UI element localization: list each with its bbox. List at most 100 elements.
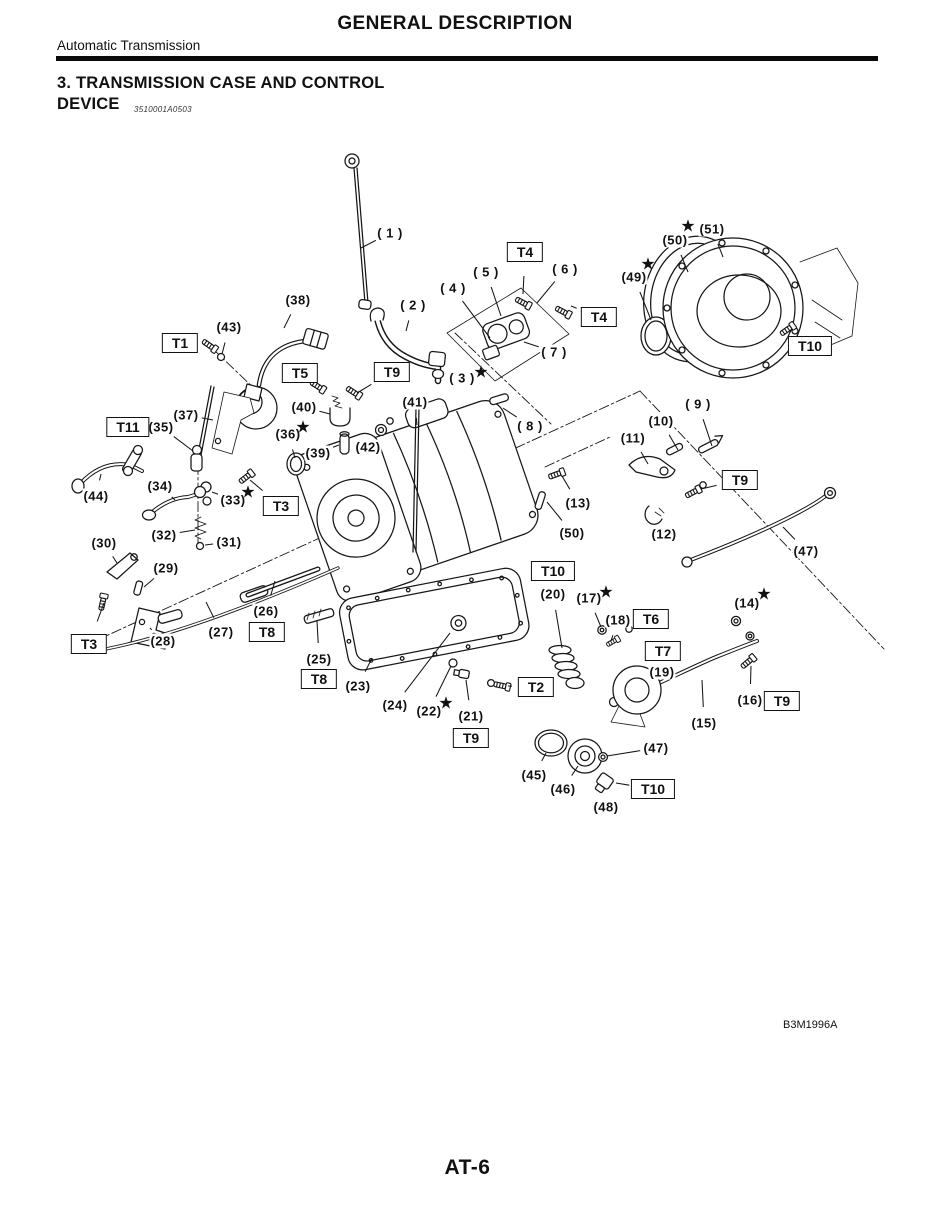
leader-line [594,612,602,628]
leader-line [179,529,196,534]
leader-line [435,665,452,697]
part-label-32: (32) [150,527,178,543]
part-label-30: (30) [90,535,118,551]
part-label-6: ( 6 ) [551,261,579,277]
leader-line [415,417,418,426]
leader-line [211,491,219,495]
part-label-36: (36) [274,426,302,442]
leader-line [610,635,614,642]
part-label-19: (19) [648,664,676,680]
part-label-4: ( 4 ) [439,280,467,296]
part-label-39: (39) [304,445,332,461]
section-code: 3510001A0503 [134,105,192,114]
leader-line [502,407,517,418]
page-number: AT-6 [444,1156,491,1179]
part-label-41: (41) [401,394,429,410]
leader-line [606,750,641,757]
part-label-17: (17) [575,590,603,606]
leader-line [205,601,215,618]
leader-line [749,665,752,685]
part-label-14: (14) [733,595,761,611]
part-label-29: (29) [152,560,180,576]
star-icon: ★ [756,584,772,604]
leader-line [319,410,331,415]
leader-line [782,526,796,540]
part-label-5: ( 5 ) [472,264,500,280]
star-icon: ★ [598,582,614,602]
leader-line [173,436,194,452]
leader-line [270,580,276,596]
part-label-37: (37) [172,407,200,423]
part-label-33: (33) [219,492,247,508]
tool-label-T8: T8 [248,622,286,642]
leader-line [680,254,689,273]
leader-line [221,342,226,355]
tool-label-T10: T10 [530,561,576,581]
leader-line [360,239,377,249]
leader-line [523,341,539,348]
part-label-10: (10) [647,413,675,429]
tool-label-T9: T9 [373,362,411,382]
part-label-9: ( 9 ) [684,396,712,412]
star-icon: ★ [295,417,311,437]
leader-line [356,383,372,394]
leader-line [570,305,577,309]
star-icon: ★ [240,482,256,502]
tool-label-T10: T10 [787,336,833,356]
part-label-11: (11) [619,430,647,446]
leader-line [96,602,105,622]
leader-line [615,782,630,786]
part-label-20: (20) [539,586,567,602]
tool-label-T2: T2 [517,677,555,697]
part-label-3: ( 3 ) [448,370,476,386]
leader-line [112,556,118,564]
part-label-18: (18) [604,612,632,628]
part-label-16: (16) [736,692,764,708]
part-label-12: (12) [650,526,678,542]
part-label-1: ( 1 ) [376,225,404,241]
leader-line [571,765,579,776]
leader-line [541,752,547,762]
leader-line [204,543,214,546]
tool-label-T10: T10 [630,779,676,799]
leader-line [364,657,373,672]
leader-line [561,475,571,490]
part-label-13: (13) [564,495,592,511]
part-label-45: (45) [520,767,548,783]
part-label-35: (35) [147,419,175,435]
leader-line [640,451,649,465]
figure-code: B3M1996A [783,1019,838,1031]
star-icon: ★ [680,216,696,236]
leader-line [668,434,679,451]
part-label-8: ( 8 ) [516,418,544,434]
part-label-21: (21) [457,708,485,724]
part-label-43: (43) [215,319,243,335]
star-icon: ★ [640,254,656,274]
leader-line [700,484,717,490]
tool-label-T3: T3 [70,634,108,654]
leader-line [462,300,491,339]
page-title: GENERAL DESCRIPTION [337,13,573,34]
leader-line [249,479,263,492]
leader-line [536,281,556,304]
part-label-2: ( 2 ) [399,297,427,313]
star-icon: ★ [473,362,489,382]
part-label-46: (46) [549,781,577,797]
leader-line [522,275,525,295]
header-rule [56,56,878,61]
leader-line [702,419,713,447]
part-label-47: (47) [792,543,820,559]
tool-label-T9: T9 [452,728,490,748]
part-label-44: (44) [82,488,110,504]
part-label-47: (47) [642,740,670,756]
leader-line [639,291,652,321]
leader-line [98,473,102,481]
leader-line [201,417,214,421]
leader-line [405,320,410,332]
tool-label-T5: T5 [281,363,319,383]
part-label-25: (25) [305,651,333,667]
part-label-23: (23) [344,678,372,694]
leader-line [490,286,502,317]
